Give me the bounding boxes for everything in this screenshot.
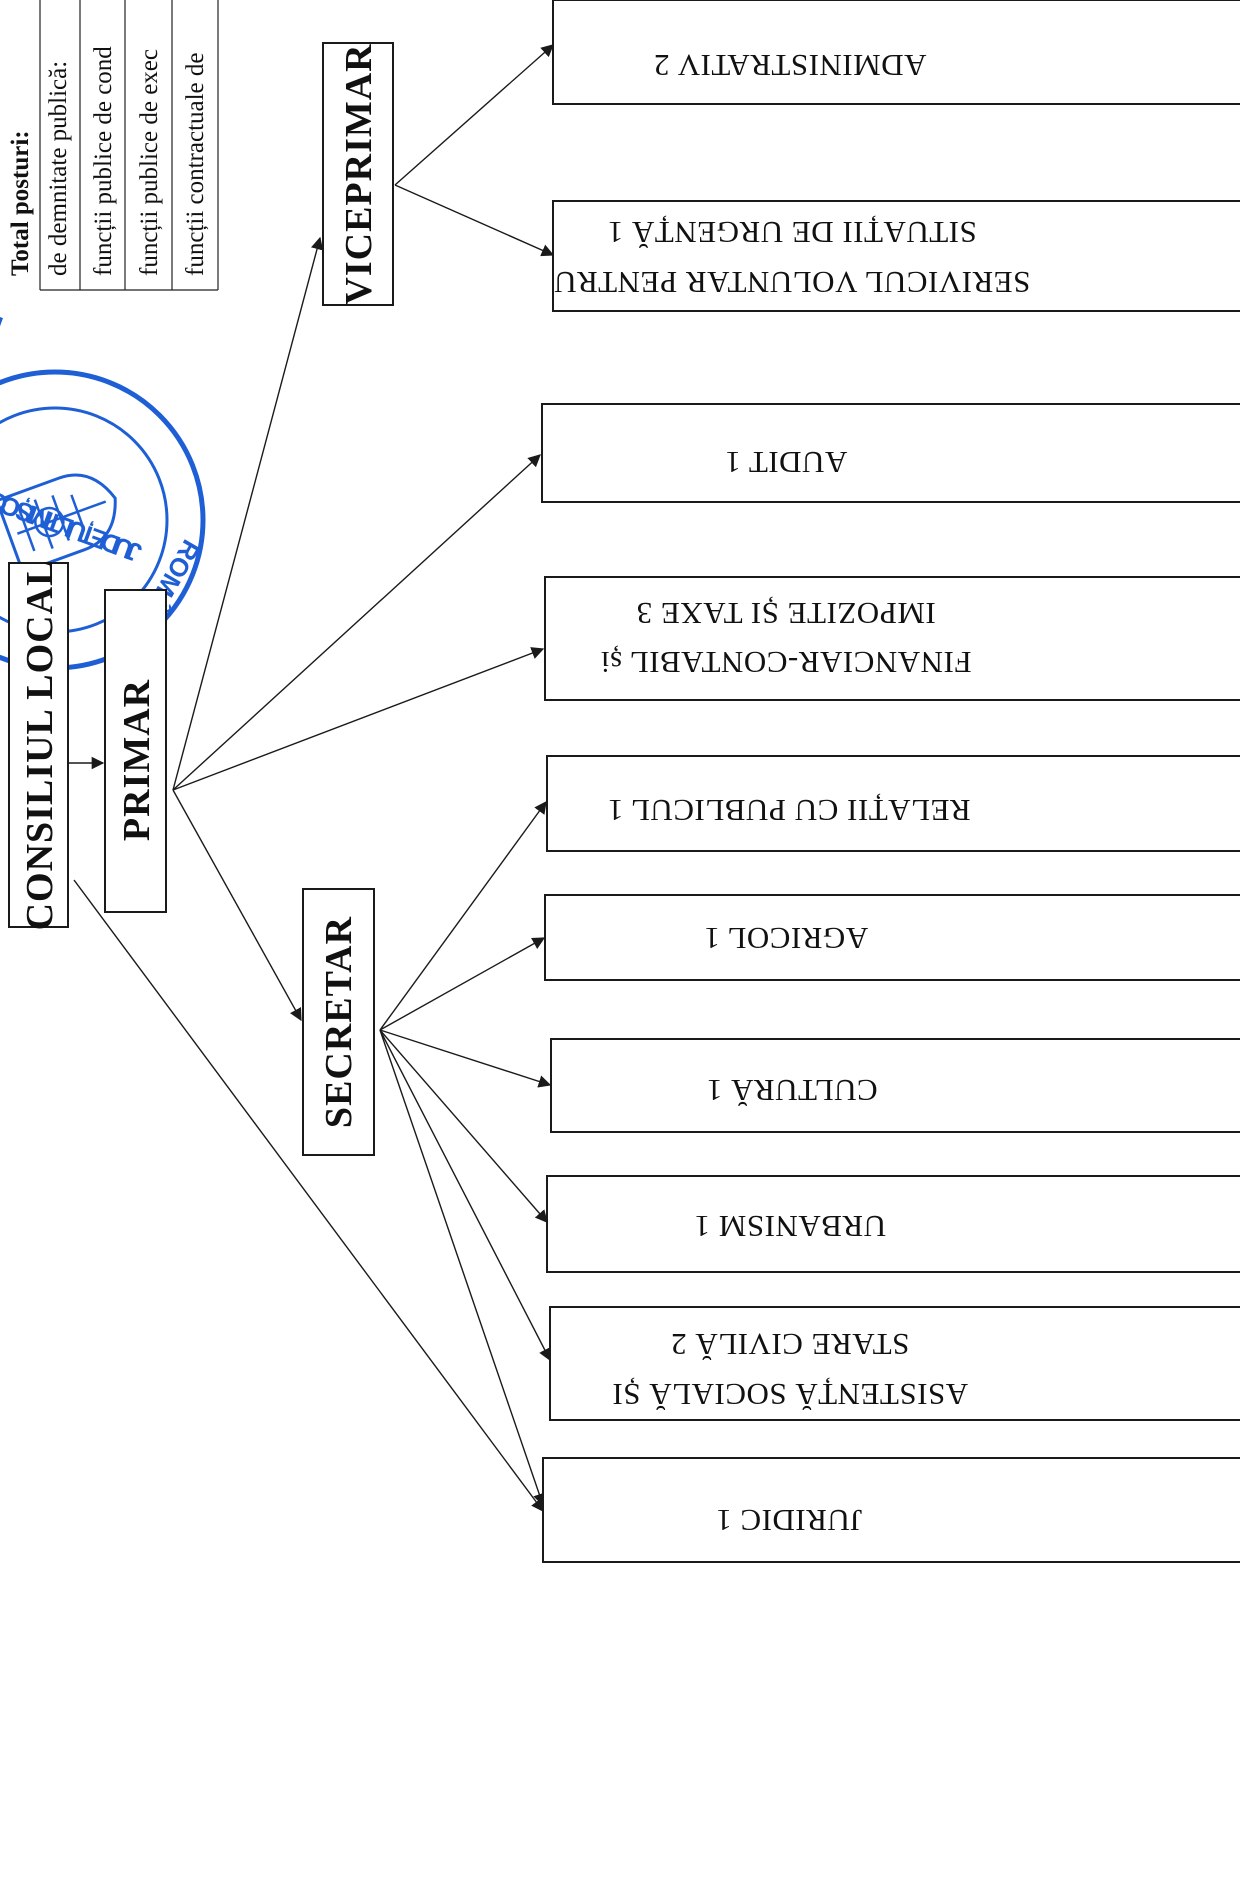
department-asistenta-sociala-line1: ASISTENȚĂ SOCIALĂ ȘI	[612, 1377, 968, 1412]
department-administrativ: ADMINISTRATIV 2	[552, 0, 1240, 105]
department-administrativ-label: ADMINISTRATIV 2	[653, 48, 926, 83]
department-serviciul-voluntar-line2: SITUAȚII DE URGENȚĂ 1	[607, 215, 977, 250]
summary-table: Total posturi: de demnitate publică: fun…	[7, 0, 219, 291]
department-urbanism-label: URBANISM 1	[694, 1209, 886, 1244]
viceprimar-label: VICEPRIMAR	[338, 43, 380, 304]
primar-label: PRIMAR	[116, 679, 158, 841]
department-cultura-label: CULTURĂ 1	[706, 1073, 877, 1108]
coat-of-arms-icon	[0, 473, 117, 575]
consiliu-local-label: CONSILIUL LOCAL	[19, 560, 61, 931]
summary-row-executie: funcții publice de exec	[136, 49, 163, 276]
department-urbanism: URBANISM 1	[546, 1175, 1240, 1273]
department-financiar-line2: IMPOZITE ȘI TAXE 3	[636, 596, 936, 631]
department-juridic: JURIDIC 1	[542, 1457, 1240, 1563]
department-asistenta-sociala: ASISTENȚĂ SOCIALĂ ȘI STARE CIVILĂ 2	[549, 1306, 1240, 1421]
summary-row-conducere: funcții publice de cond	[90, 46, 117, 276]
seal-outer-text: CONSILIUL LOCAL	[0, 307, 10, 593]
seal-inner-text: JUDEȚUL TIMIȘ COMUNA FIBIȘ	[0, 451, 146, 568]
secretar-box: SECRETAR	[302, 888, 375, 1156]
department-relatii-publicul-label: RELAȚII CU PUBLICUL 1	[607, 793, 970, 828]
primar-box: PRIMAR	[104, 589, 167, 913]
secretar-label: SECRETAR	[318, 916, 360, 1128]
department-serviciul-voluntar-line1: SERIVICUL VOLUNTAR PENTRU	[554, 265, 1031, 300]
department-audit-label: AUDIT 1	[725, 445, 848, 480]
department-agricol: AGRICOL 1	[544, 894, 1240, 981]
department-cultura: CULTURĂ 1	[550, 1038, 1240, 1133]
department-audit: AUDIT 1	[541, 403, 1240, 503]
department-asistenta-sociala-line2: STARE CIVILĂ 2	[671, 1327, 910, 1362]
connectors	[68, 44, 555, 1513]
summary-table-title: Total posturi:	[7, 130, 34, 276]
viceprimar-box: VICEPRIMAR	[322, 42, 394, 306]
department-agricol-label: AGRICOL 1	[704, 921, 868, 956]
consiliu-local-box: CONSILIUL LOCAL	[8, 560, 69, 931]
summary-row-contractuale: funcții contractuale de	[182, 53, 209, 277]
department-relatii-publicul: RELAȚII CU PUBLICUL 1	[546, 755, 1240, 852]
summary-row-demnitate: de demnitate publică:	[45, 61, 72, 276]
department-serviciul-voluntar: SERIVICUL VOLUNTAR PENTRU SITUAȚII DE UR…	[552, 200, 1240, 312]
department-financiar: FINANCIAR-CONTABIL și IMPOZITE ȘI TAXE 3	[544, 576, 1240, 701]
department-financiar-line1: FINANCIAR-CONTABIL și	[600, 645, 971, 680]
department-juridic-label: JURIDIC 1	[716, 1503, 863, 1538]
